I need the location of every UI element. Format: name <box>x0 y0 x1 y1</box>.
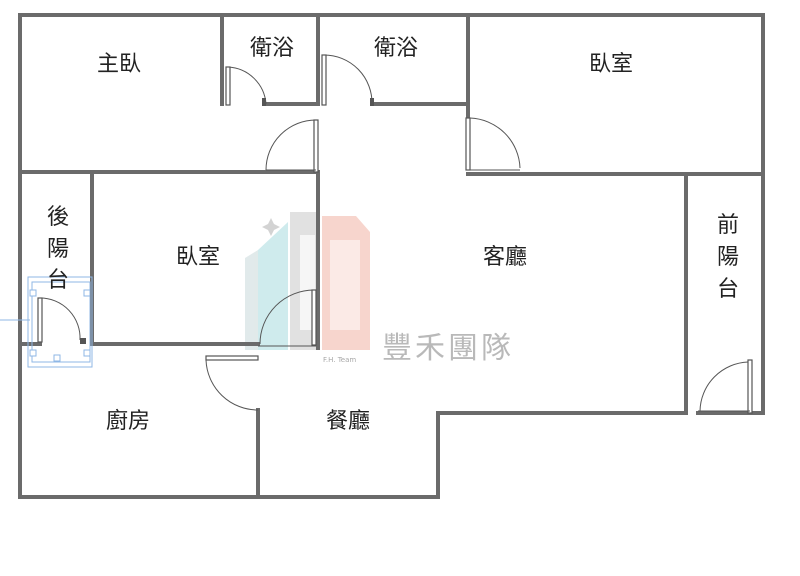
doors <box>37 54 753 414</box>
label-rear-balcony-3: 台 <box>47 268 69 293</box>
door-master-bedroom <box>265 119 319 173</box>
label-front-balcony-2: 陽 <box>717 245 739 270</box>
door-bedroom-right <box>465 117 521 171</box>
label-front-balcony-1: 前 <box>717 213 739 238</box>
room-labels: 主臥 衛浴 衛浴 臥室 後 陽 台 臥室 客廳 前 陽 台 廚房 餐廳 <box>47 36 739 434</box>
watermark-logo <box>245 212 370 350</box>
door-rear-balcony <box>37 297 86 344</box>
door-bath-2 <box>321 54 374 106</box>
label-bedroom-right: 臥室 <box>589 52 633 77</box>
door-bedroom-mid <box>258 289 317 347</box>
door-front-balcony <box>698 359 753 414</box>
label-bedroom-mid: 臥室 <box>176 245 220 270</box>
label-bath-2: 衛浴 <box>374 36 418 61</box>
door-kitchen <box>205 355 259 411</box>
label-front-balcony-3: 台 <box>717 277 739 302</box>
outer-wall <box>18 13 765 499</box>
label-living-room: 客廳 <box>483 245 527 270</box>
walls <box>18 13 765 499</box>
watermark-name: 豐禾團隊 <box>382 331 514 366</box>
label-master-bedroom: 主臥 <box>97 52 141 77</box>
watermark-sub: F.H. Team <box>323 356 356 364</box>
label-bath-1: 衛浴 <box>250 36 294 61</box>
selection-handles[interactable] <box>0 276 93 368</box>
door-bath-1 <box>225 66 267 106</box>
label-rear-balcony-1: 後 <box>47 205 69 230</box>
label-dining-room: 餐廳 <box>326 409 370 434</box>
label-kitchen: 廚房 <box>106 409 150 434</box>
label-rear-balcony-2: 陽 <box>47 237 69 262</box>
